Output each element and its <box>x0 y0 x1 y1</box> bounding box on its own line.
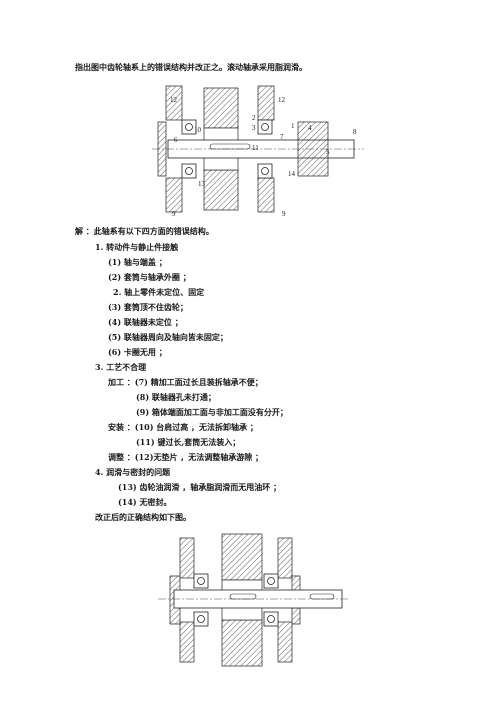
section-item: (5) 联轴器周向及轴向皆未固定； <box>108 332 228 342</box>
bearing-ball <box>185 123 193 131</box>
section-item: (2) 套筒与轴承外圈 ； <box>108 272 191 282</box>
figure-label: 5 <box>326 148 330 156</box>
machining-item: (8) 联轴器孔未打通； <box>136 392 216 402</box>
install-item: (11) 键过长,套筒无法装入； <box>136 437 241 447</box>
section-title: 4. 润滑与密封的问题 <box>95 467 171 477</box>
figure-label: 9 <box>282 210 286 218</box>
question-text: 指出图中齿轮轴系上的错误结构并改正之。滚动轴承采用脂润滑。 <box>75 62 307 72</box>
bearing-left-bottom <box>181 163 197 179</box>
section-item: (14) 无密封。 <box>118 497 172 507</box>
figure-label: 12 <box>278 96 286 104</box>
bearing-left-bottom <box>193 611 209 627</box>
figure-label: 8 <box>353 128 357 136</box>
bearing-right-top <box>257 119 273 135</box>
housing-left-bottom <box>179 621 195 663</box>
housing-left-top <box>165 85 183 121</box>
housing-right-bottom <box>257 177 275 213</box>
gear-top <box>203 87 239 129</box>
gear-top <box>221 533 263 581</box>
section-title: 3. 工艺不合理 <box>95 362 147 372</box>
gear-bottom <box>203 169 239 211</box>
gear-bottom <box>221 619 263 667</box>
bearing-ball <box>197 615 205 623</box>
answer-intro: 解 ：此轴系有以下四方面的错误结构。 <box>75 226 214 236</box>
conclusion-text: 改正后的正确结构如下图。 <box>95 512 191 522</box>
figure-label: 6 <box>174 136 178 144</box>
section-item: (6) 卡圈无用 ； <box>108 347 167 357</box>
adjust-line: 调整 ：(12)无垫片 ，无法调整轴承游隙 ； <box>108 452 264 462</box>
bearing-left-top <box>181 119 197 135</box>
figure-label: 3 <box>252 124 256 132</box>
bearing-ball <box>267 577 275 585</box>
bearing-ball <box>185 167 193 175</box>
housing-left-bottom <box>165 177 183 213</box>
section-title: 2. 轴上零件未定位、固定 <box>113 287 205 297</box>
section-item: (1) 轴与端盖 ； <box>108 257 167 267</box>
section-title: 1. 转动件与静止件接触 <box>95 242 179 252</box>
bearing-ball <box>261 123 269 131</box>
section-item: (4) 联轴器未定位 ； <box>108 317 183 327</box>
machining-item: (9) 箱体端面加工面与非加工面没有分开； <box>136 407 288 417</box>
housing-left-top <box>179 537 195 579</box>
bearing-right-bottom <box>263 611 279 627</box>
bearing-ball <box>261 167 269 175</box>
figure-label: 2 <box>252 114 256 122</box>
figure-label: 13 <box>198 180 206 188</box>
bearing-left-top <box>193 573 209 589</box>
bearing-ball <box>267 615 275 623</box>
figure-erroneous-shaft: 12 12 2 3 1 4 10 7 6 8 11 5 13 14 9 9 <box>152 85 364 218</box>
housing-right-top <box>277 537 293 579</box>
bearing-right-bottom <box>257 163 273 179</box>
figure-label: 10 <box>194 126 202 134</box>
section-item: (3) 套筒顶不住齿轮； <box>108 302 188 312</box>
figure-label: 4 <box>308 124 312 132</box>
figure-label: 7 <box>280 133 284 141</box>
machining-line: 加工 ：(7) 精加工面过长且装拆轴承不便； <box>108 377 263 387</box>
figure-label: 11 <box>252 144 259 152</box>
install-line: 安装 ：(10) 台肩过高 ，无法拆卸轴承 ； <box>108 422 258 432</box>
figure-label: 14 <box>288 170 296 178</box>
bearing-ball <box>197 577 205 585</box>
figure-label: 9 <box>172 210 176 218</box>
figure-label: 1 <box>291 122 295 130</box>
housing-right-bottom <box>277 621 293 663</box>
figure-corrected-shaft <box>158 533 348 667</box>
figure-label: 12 <box>170 96 178 104</box>
housing-right-top <box>257 85 275 121</box>
section-item: (13) 齿轮油润滑 ，轴承脂润滑而无甩油环 ； <box>118 482 282 492</box>
bearing-right-top <box>263 573 279 589</box>
